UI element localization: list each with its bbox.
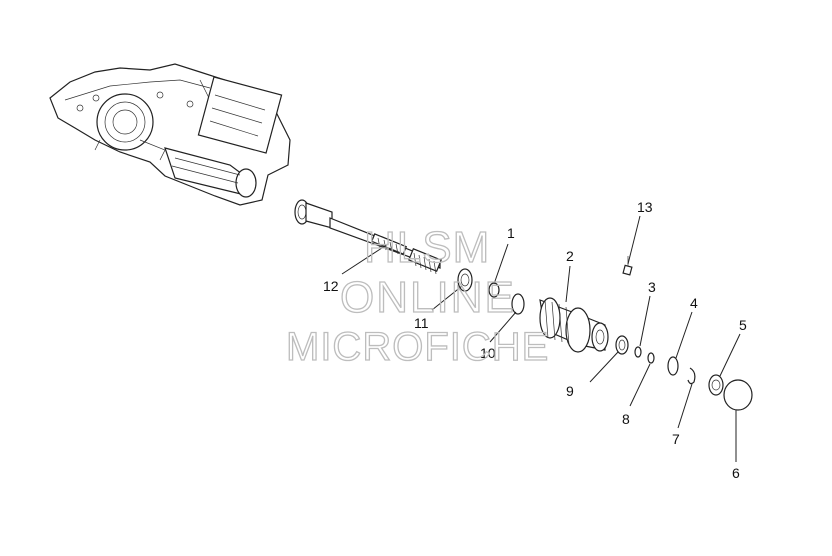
watermark-line-3: MICROFICHE <box>286 325 549 369</box>
callout-8: 8 <box>622 411 630 427</box>
watermark-line-1: HLSM <box>364 223 490 272</box>
bolt-part-13 <box>622 256 633 276</box>
shaft-part-12 <box>294 199 442 275</box>
callout-7: 7 <box>672 431 680 447</box>
watermark-line-2: ONLINE <box>340 273 516 322</box>
bearing-part-11 <box>457 268 473 292</box>
o-ring-part-3 <box>634 346 642 358</box>
callout-12: 12 <box>323 278 339 294</box>
callout-9: 9 <box>566 383 574 399</box>
gearbox-housing <box>49 63 291 206</box>
callout-1: 1 <box>507 225 515 241</box>
callout-10: 10 <box>480 345 496 361</box>
bearing-part-5 <box>708 374 724 396</box>
watermark: HLSM ONLINE MICROFICHE <box>285 222 549 369</box>
leader-lines <box>341 215 741 462</box>
callout-11: 11 <box>414 315 429 331</box>
o-ring-part-6 <box>723 379 753 411</box>
callout-13: 13 <box>637 199 653 215</box>
callout-5: 5 <box>739 317 747 333</box>
ring-part-4 <box>667 356 679 376</box>
circlip-part-7 <box>687 367 696 385</box>
washer-part-8 <box>647 352 655 364</box>
seal-part-9 <box>615 335 629 355</box>
hub-assembly-part-2 <box>539 297 609 353</box>
ring-part-10 <box>511 293 525 315</box>
callout-3: 3 <box>648 279 656 295</box>
callout-4: 4 <box>690 295 698 311</box>
callout-labels: 1 2 3 4 5 6 7 8 9 10 11 12 13 <box>323 199 747 481</box>
callout-6: 6 <box>732 465 740 481</box>
callout-2: 2 <box>566 248 574 264</box>
